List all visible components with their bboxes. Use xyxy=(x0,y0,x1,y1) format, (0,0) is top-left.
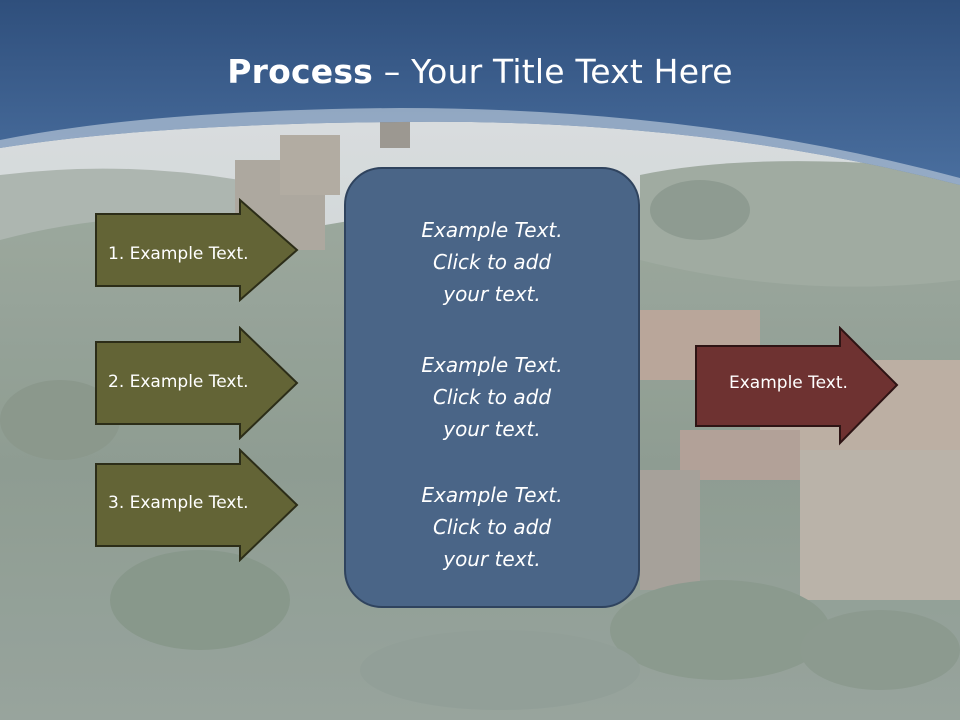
center-paragraph-3[interactable]: Example Text. Click to add your text. xyxy=(421,483,563,571)
center-text-box[interactable]: Example Text. Click to add your text. Ex… xyxy=(344,167,640,608)
title-bold: Process xyxy=(227,52,374,91)
result-arrow[interactable] xyxy=(694,326,900,446)
page-title: Process – Your Title Text Here xyxy=(0,52,960,91)
process-arrow-3[interactable] xyxy=(94,448,300,562)
title-rest: – Your Title Text Here xyxy=(373,52,733,91)
center-paragraph-1[interactable]: Example Text. Click to add your text. xyxy=(421,218,563,306)
center-paragraph-2[interactable]: Example Text. Click to add your text. xyxy=(421,353,563,441)
process-arrow-1[interactable] xyxy=(94,198,300,302)
process-arrow-1-label: 1. Example Text. xyxy=(108,244,249,264)
process-arrow-3-label: 3. Example Text. xyxy=(108,493,249,513)
process-arrow-2-label: 2. Example Text. xyxy=(108,372,249,392)
process-arrow-2[interactable] xyxy=(94,326,300,440)
result-arrow-label: Example Text. xyxy=(729,373,848,393)
